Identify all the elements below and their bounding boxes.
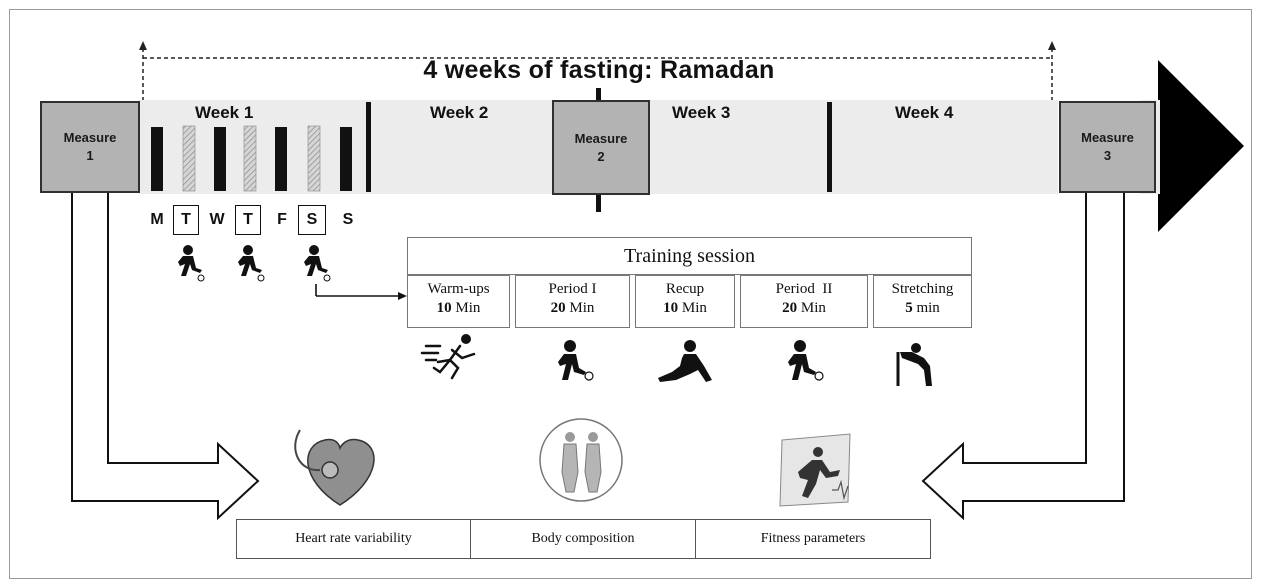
day-letter-training: T	[235, 205, 261, 235]
phase-recup: Recup 10 Min	[635, 275, 735, 328]
phase-name: Warm-ups	[427, 281, 490, 297]
sprinter-icon	[420, 334, 476, 380]
soccer-player-icon	[788, 340, 824, 381]
timeline-arrow-head	[1158, 60, 1244, 232]
day-bar	[214, 127, 226, 191]
day-bar-training	[182, 125, 196, 192]
measure-box-2: Measure 2	[552, 100, 650, 195]
measure-label: Measure	[574, 130, 628, 146]
phase-name: Period II	[775, 281, 833, 297]
day-letter-training: S	[298, 205, 326, 235]
measure3-to-outcomes-arrow	[921, 192, 1125, 521]
day-bar	[340, 127, 352, 191]
week-separator	[827, 102, 832, 192]
measure-label: Measure	[63, 130, 117, 145]
week-label-2: Week 2	[430, 103, 489, 122]
runner-icon	[779, 433, 851, 507]
soccer-player-icon	[558, 340, 594, 381]
phase-unit: Min	[681, 300, 707, 316]
phase-duration: 5	[905, 300, 913, 316]
figure-frame	[9, 9, 1252, 579]
outcome-heart-rate-variability: Heart rate variability	[236, 519, 471, 559]
day-letter: M	[150, 211, 164, 228]
measure-box-3: Measure 3	[1059, 101, 1156, 193]
phase-name: Stretching	[891, 281, 954, 297]
training-session-title: Training session	[407, 237, 972, 275]
measure-number: 1	[86, 148, 94, 163]
day-letter: F	[277, 211, 287, 228]
day-letter: S	[342, 211, 354, 228]
phase-duration: 10	[663, 300, 679, 316]
outcome-body-composition: Body composition	[470, 519, 696, 559]
day-bar	[151, 127, 163, 191]
day-bar-training	[307, 125, 321, 192]
phase-name: Recup	[665, 281, 705, 297]
week-label-3: Week 3	[672, 103, 731, 122]
day-letter-training: T	[173, 205, 199, 235]
measure-box-1: Measure 1	[40, 101, 140, 193]
measure1-to-outcomes-arrow	[71, 192, 260, 521]
day-bar	[275, 127, 287, 191]
measure-number: 3	[1103, 148, 1112, 163]
phase-unit: Min	[800, 300, 826, 316]
phase-duration: 10	[436, 300, 452, 316]
phase-period-2: Period II 20 Min	[740, 275, 868, 328]
measure-label: Measure	[1081, 130, 1134, 145]
measure-number: 2	[597, 148, 605, 164]
heart-stethoscope-icon	[294, 429, 375, 506]
phase-duration: 20	[782, 300, 798, 316]
soccer-player-icon	[178, 245, 205, 282]
resting-person-icon	[658, 340, 712, 382]
outcome-fitness-parameters: Fitness parameters	[695, 519, 931, 559]
phase-warm-ups: Warm-ups 10 Min	[407, 275, 510, 328]
week-label-4: Week 4	[895, 103, 954, 122]
phase-name: Period I	[548, 281, 597, 297]
fasting-period-title: 4 weeks of fasting: Ramadan	[423, 56, 775, 84]
body-silhouette-icon	[539, 418, 623, 502]
stretching-person-icon	[896, 343, 932, 386]
phase-unit: Min	[455, 300, 481, 316]
phase-unit: min	[916, 300, 940, 316]
day-bar-training	[243, 125, 257, 192]
fasting-span-bracket	[139, 41, 1056, 100]
phase-duration: 20	[550, 300, 566, 316]
phase-stretching: Stretching 5 min	[873, 275, 972, 328]
week-separator	[366, 102, 371, 192]
phase-unit: Min	[569, 300, 595, 316]
day-letter: W	[209, 211, 225, 228]
soccer-player-icon	[304, 245, 331, 282]
week1-day-bars	[151, 125, 352, 192]
soccer-player-icon	[238, 245, 265, 282]
phase-period-1: Period I 20 Min	[515, 275, 630, 328]
week-label-1: Week 1	[195, 103, 254, 122]
session-link-arrow	[315, 284, 407, 300]
